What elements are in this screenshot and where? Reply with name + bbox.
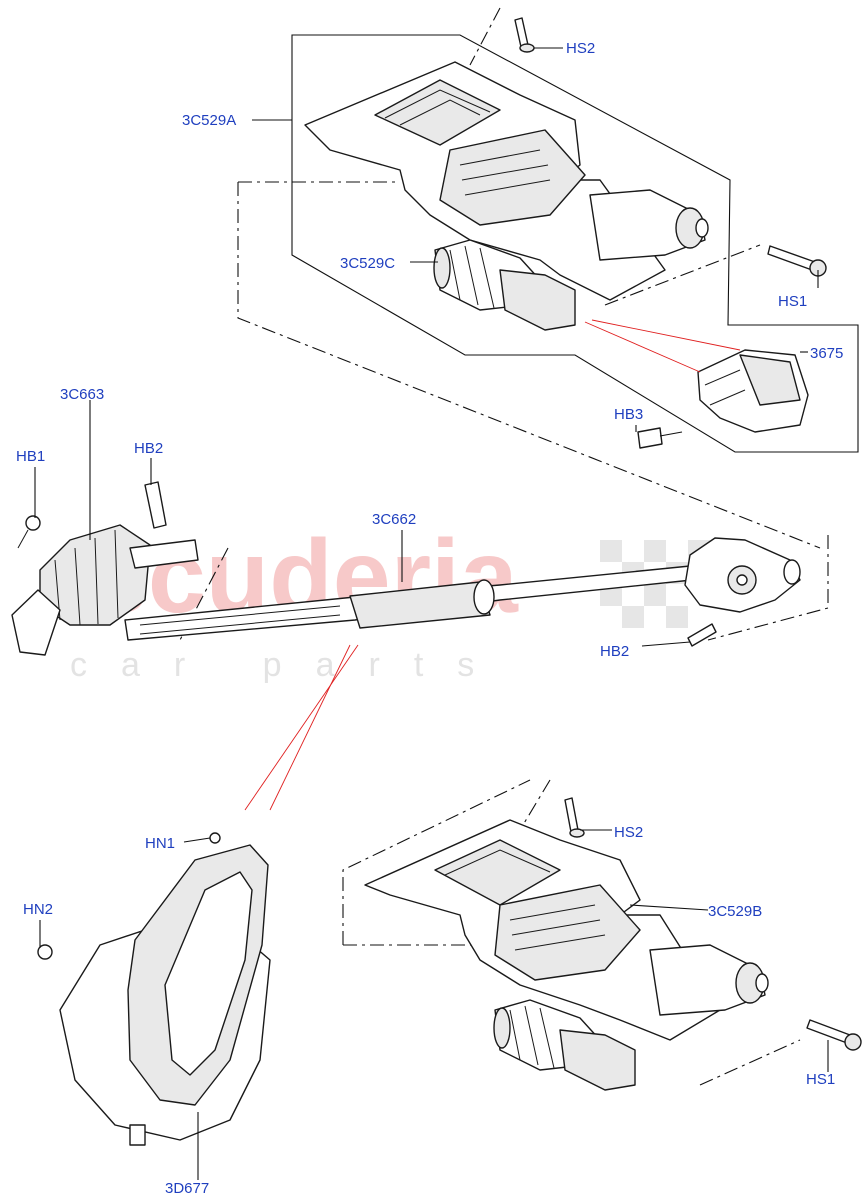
- boot-clamp: [11, 589, 61, 656]
- label-hb1: HB1: [16, 448, 45, 465]
- shaft-stub-left: [129, 539, 199, 569]
- label-3c529c: 3C529C: [340, 255, 395, 272]
- label-3675: 3675: [810, 345, 843, 362]
- label-hs2-bottom: HS2: [614, 824, 643, 841]
- nut-hb1: [25, 515, 41, 531]
- bolt-hb3: [637, 427, 663, 449]
- bolt-hb2-right: [687, 623, 717, 647]
- label-hs1-top: HS1: [778, 293, 807, 310]
- nut-hn1: [209, 832, 221, 844]
- label-hn1: HN1: [145, 835, 175, 852]
- screw-hs1-bottom: [806, 1019, 851, 1044]
- label-hn2: HN2: [23, 901, 53, 918]
- red-leader-3d677-a: [244, 644, 359, 811]
- label-hb3: HB3: [614, 406, 643, 423]
- red-leader-3d677-b: [269, 644, 351, 811]
- callout-labels: HS2 3C529A 3C529C HS1 3675 HB3 3C663 HB1…: [16, 40, 843, 1197]
- screw-hs2-bottom: [564, 797, 579, 833]
- motor-gearbox-bottom: [559, 1029, 636, 1091]
- nut-hn2: [37, 944, 53, 960]
- shaft-end-bottom: [649, 944, 766, 1016]
- shaft-flange: [473, 579, 495, 615]
- watermark-tagline: car parts: [70, 646, 508, 684]
- label-3d677: 3D677: [165, 1180, 209, 1197]
- bracket-top-plate: [374, 79, 501, 146]
- callout-leaders: [34, 47, 829, 1180]
- red-leader-3675-b: [584, 321, 701, 373]
- screw-hs1-top: [767, 245, 816, 271]
- label-3c663: 3C663: [60, 386, 104, 403]
- column-housing: [439, 129, 586, 226]
- shaft-sleeve: [349, 581, 491, 629]
- upper-column-assembly-bottom: [342, 779, 862, 1091]
- dash-boundary-top: [237, 7, 821, 549]
- intermediate-shaft-assembly: [11, 481, 829, 811]
- bracket-top-plate-bottom: [434, 839, 561, 906]
- label-hb2-left: HB2: [134, 440, 163, 457]
- cover-aperture: [164, 871, 253, 1076]
- label-hb2-right: HB2: [600, 643, 629, 660]
- dash-boundary-bottom: [342, 779, 801, 1086]
- label-3c529a: 3C529A: [182, 112, 236, 129]
- column-housing-bottom: [494, 884, 641, 981]
- red-leader-3675-a: [591, 319, 741, 351]
- screw-hs2-top: [514, 17, 529, 48]
- bolt-hb2-left: [144, 481, 167, 529]
- upper-column-assembly-top: [237, 7, 859, 549]
- cover-stub: [129, 1124, 146, 1146]
- column-cover-3d677: [37, 832, 271, 1146]
- group-outline-3c529a: [291, 34, 859, 453]
- label-hs2-top: HS2: [566, 40, 595, 57]
- shaft-end-top: [589, 189, 706, 261]
- label-3c529b: 3C529B: [708, 903, 762, 920]
- label-hs1-bottom: HS1: [806, 1071, 835, 1088]
- label-3c662: 3C662: [372, 511, 416, 528]
- motor-gearbox-top: [499, 269, 576, 331]
